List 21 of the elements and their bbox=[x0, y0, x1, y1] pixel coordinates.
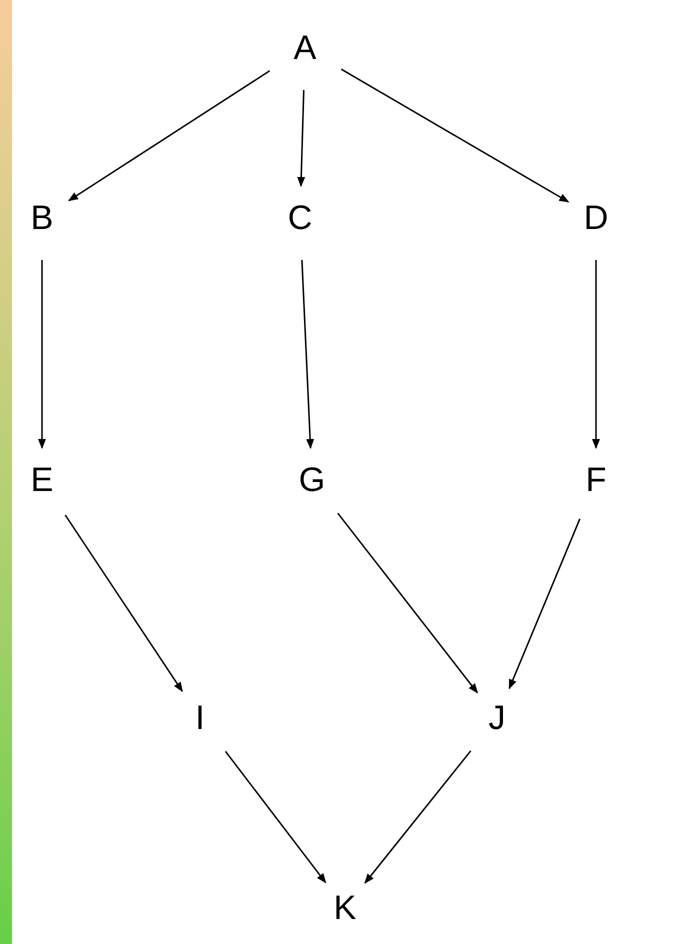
node-label: E bbox=[30, 463, 54, 497]
node-label: A bbox=[294, 31, 316, 65]
arrow bbox=[297, 90, 306, 188]
node-label: C bbox=[288, 201, 312, 235]
node-label: I bbox=[195, 701, 205, 735]
node-label: B bbox=[30, 201, 54, 235]
arrow bbox=[508, 518, 581, 690]
arrow bbox=[68, 70, 270, 202]
arrow bbox=[592, 260, 600, 449]
arrow bbox=[337, 512, 478, 694]
arrow bbox=[301, 260, 314, 450]
node-label: F bbox=[586, 463, 606, 497]
node-label: G bbox=[298, 463, 326, 497]
arrow bbox=[224, 750, 326, 884]
arrow bbox=[64, 514, 183, 692]
arrow bbox=[38, 260, 46, 449]
node-label: K bbox=[334, 891, 356, 925]
node-label: J bbox=[488, 701, 506, 735]
arrow bbox=[364, 750, 472, 884]
arrow bbox=[340, 68, 570, 202]
node-label: D bbox=[584, 201, 608, 235]
